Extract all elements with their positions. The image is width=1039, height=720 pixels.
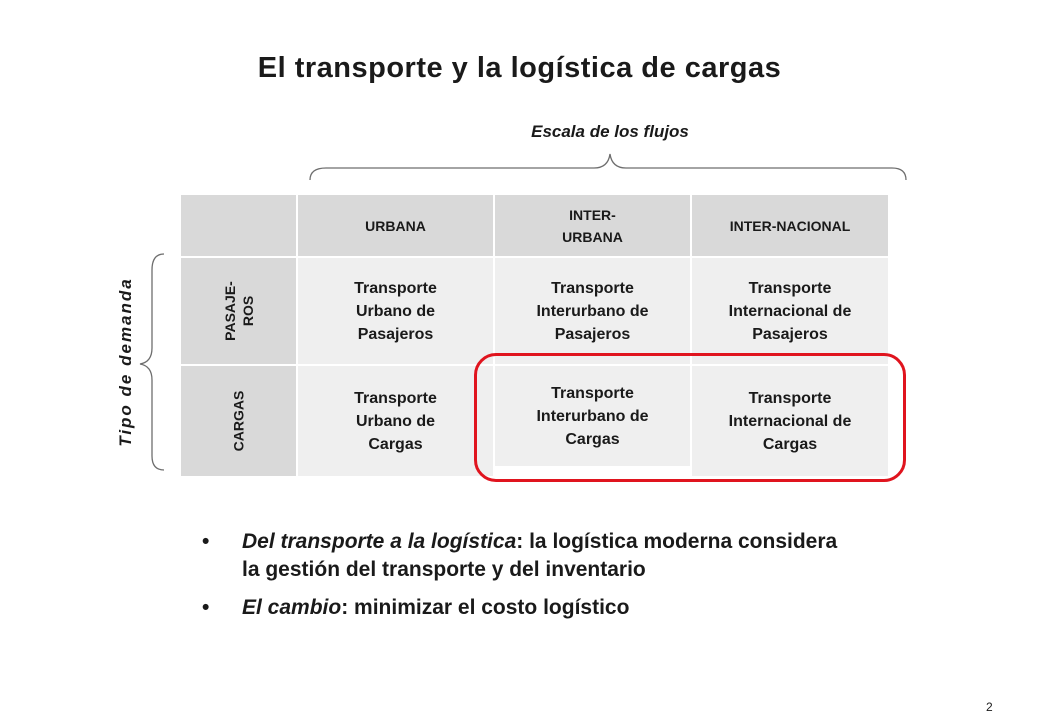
cell-line: Cargas bbox=[368, 435, 423, 453]
cell-line: Urbano de bbox=[355, 302, 436, 320]
bullet-lead: Del transporte a la logística bbox=[242, 530, 517, 553]
row-header-pasajeros-line2: ROS bbox=[239, 295, 256, 327]
cell-line: Pasajeros bbox=[357, 325, 434, 343]
col-header-interurbana-line1: INTER- bbox=[569, 206, 616, 223]
cell-line: Transporte bbox=[354, 279, 437, 297]
cell-line: Pasajeros bbox=[752, 325, 828, 343]
bullet-marker: • bbox=[202, 530, 210, 553]
row-header-pasajeros-line1: PASAJE- bbox=[221, 281, 238, 341]
col-header-urbana: URBANA bbox=[298, 195, 493, 256]
page-number: 2 bbox=[986, 700, 993, 714]
col-header-internacional: INTER-NACIONAL bbox=[692, 195, 888, 256]
cell-pasajeros-urbana: Transporte Urbano de Pasajeros bbox=[298, 258, 493, 364]
cell-line: Transporte bbox=[551, 384, 634, 402]
cell-line: Cargas bbox=[565, 430, 620, 448]
col-header-internacional-label: INTER-NACIONAL bbox=[729, 217, 851, 234]
demand-label: Tipo de demanda bbox=[116, 277, 135, 447]
top-brace bbox=[309, 153, 907, 181]
bullet-list: • Del transporte a la logística: la logís… bbox=[198, 528, 838, 632]
row-header-pasajeros-text: PASAJE- ROS bbox=[221, 281, 257, 341]
cell-cargas-urbana: Transporte Urbano de Cargas bbox=[298, 366, 493, 476]
left-brace bbox=[139, 253, 165, 471]
cell-line: Urbano de bbox=[355, 412, 436, 430]
cell-cargas-internacional: Transporte Internacional de Cargas bbox=[692, 366, 888, 476]
cell-cargas-interurbana: Transporte Interurbano de Cargas bbox=[495, 366, 690, 466]
scale-label: Escala de los flujos bbox=[531, 122, 689, 141]
cell-line: Internacional de bbox=[728, 302, 852, 320]
cell-line: Cargas bbox=[762, 435, 818, 453]
cell-pasajeros-interurbana: Transporte Interurbano de Pasajeros bbox=[495, 258, 690, 364]
bullet-marker: • bbox=[202, 596, 210, 619]
cell-line: Interurbano de bbox=[536, 302, 649, 320]
row-header-cargas-text: CARGAS bbox=[230, 390, 247, 452]
bullet-item: • Del transporte a la logística: la logís… bbox=[198, 528, 838, 584]
cell-line: Transporte bbox=[748, 389, 832, 407]
bullet-text: : la logística moderna considera la gest… bbox=[242, 530, 838, 581]
slide-title: El transporte y la logística de cargas bbox=[257, 52, 782, 84]
col-header-interurbana: INTER- URBANA bbox=[495, 195, 690, 256]
cell-line: Transporte bbox=[354, 389, 437, 407]
cell-line: Transporte bbox=[748, 279, 832, 297]
bullet-item: • El cambio: minimizar el costo logístico bbox=[198, 594, 838, 622]
cell-pasajeros-internacional: Transporte Internacional de Pasajeros bbox=[692, 258, 888, 364]
bullet-text: : minimizar el costo logístico bbox=[341, 596, 630, 619]
col-header-urbana-label: URBANA bbox=[365, 217, 426, 234]
cell-line: Interurbano de bbox=[536, 407, 649, 425]
bullet-lead: El cambio bbox=[242, 596, 342, 619]
highlight-outline bbox=[474, 353, 906, 482]
row-header-cargas: CARGAS bbox=[181, 366, 296, 476]
cell-line: Transporte bbox=[551, 279, 634, 297]
row-header-pasajeros: PASAJE- ROS bbox=[181, 258, 296, 364]
cell-line: Pasajeros bbox=[554, 325, 631, 343]
corner-cell bbox=[181, 195, 296, 256]
col-header-interurbana-line2: URBANA bbox=[562, 228, 623, 245]
cell-line: Internacional de bbox=[728, 412, 852, 430]
